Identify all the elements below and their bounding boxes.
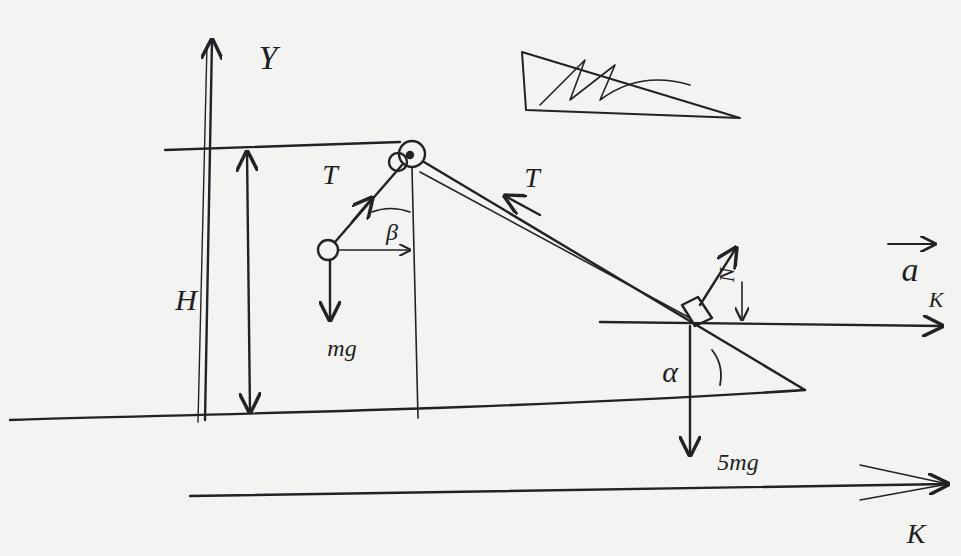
k-axis-head: [860, 465, 948, 500]
acceleration-line: [600, 322, 942, 326]
label: T: [322, 161, 338, 189]
tension-arrow-left: [352, 198, 372, 222]
label: N: [716, 268, 738, 283]
small-arrow: [741, 282, 743, 320]
height-dimension: [247, 152, 250, 412]
vertical-line: [412, 168, 418, 418]
label: mg: [327, 336, 356, 360]
small-sketch: [522, 52, 740, 118]
vector-arrow: [888, 243, 935, 245]
ground-line: [10, 390, 805, 420]
label: Y: [259, 41, 278, 75]
alpha-arc: [712, 350, 721, 385]
k-axis: [190, 484, 948, 496]
label: β: [386, 220, 398, 244]
label: K: [929, 289, 944, 311]
ball-horizontal: [338, 249, 410, 250]
sketch-scribble: [540, 60, 690, 105]
gravity-arrow-ball: [329, 260, 331, 320]
label: α: [662, 357, 678, 387]
label: a: [902, 253, 919, 287]
incline: [424, 162, 805, 390]
label: T: [524, 164, 540, 192]
label: K: [907, 520, 926, 548]
tension-arrow-right: [505, 196, 540, 215]
y-axis-stroke: [198, 45, 207, 422]
gravity-arrow-block: [689, 326, 691, 455]
pulley-axle: [407, 152, 413, 158]
beta-arc: [372, 209, 410, 213]
top-level-line: [165, 142, 400, 150]
label: 5mg: [717, 450, 758, 474]
label: H: [175, 285, 197, 315]
string-right: [420, 172, 690, 318]
block: [682, 297, 712, 326]
